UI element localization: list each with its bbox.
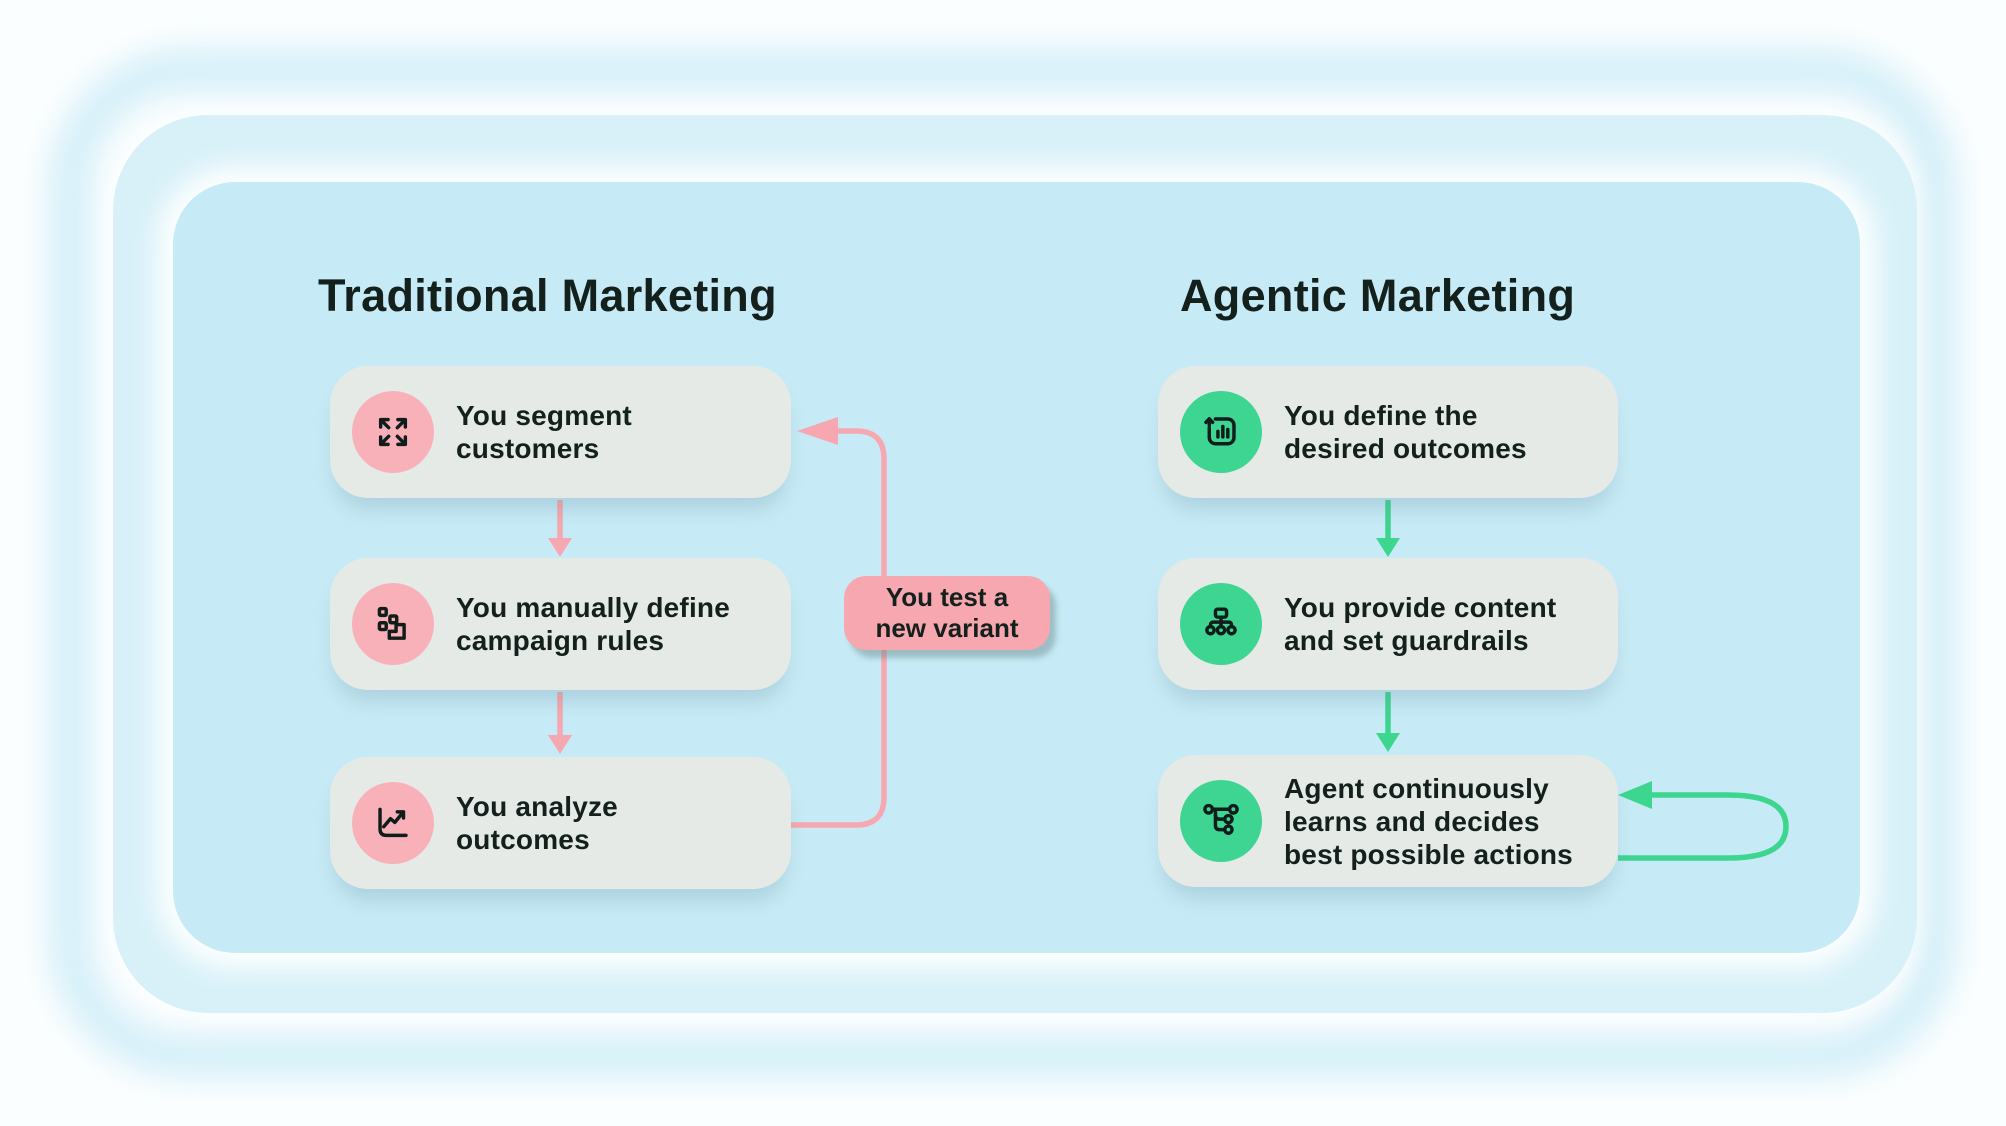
label-line: You segment: [456, 400, 632, 431]
pink-arrowhead-down-1: [548, 538, 572, 557]
label-line: desired outcomes: [1284, 433, 1527, 464]
label-line: outcomes: [456, 824, 590, 855]
card-label: You analyze outcomes: [456, 790, 618, 856]
card-agent-learns: Agent continuously learns and decides be…: [1158, 755, 1618, 887]
traditional-marketing-title: Traditional Marketing: [318, 270, 777, 321]
card-campaign-rules: You manually define campaign rules: [330, 558, 791, 690]
bar-chart-up-icon: [1180, 391, 1262, 473]
label-line: You provide content: [1284, 592, 1557, 623]
card-label: You segment customers: [456, 399, 632, 465]
label-line: best possible actions: [1284, 838, 1573, 870]
expand-arrows-icon: [352, 391, 434, 473]
label-line: You manually define: [456, 592, 730, 623]
label-line: campaign rules: [456, 625, 665, 656]
card-analyze-outcomes: You analyze outcomes: [330, 757, 791, 889]
label-line: customers: [456, 433, 600, 464]
sitemap-icon: [1180, 583, 1262, 665]
green-self-loop-line: [1618, 792, 1789, 861]
green-self-loop-arrowhead: [1618, 781, 1652, 809]
card-content-guardrails: You provide content and set guardrails: [1158, 558, 1618, 690]
label-line: Agent continuously: [1284, 772, 1549, 804]
card-label: You provide content and set guardrails: [1284, 591, 1556, 657]
green-arrowhead-down-1: [1376, 538, 1400, 557]
chart-line-icon: [352, 782, 434, 864]
label-line: and set guardrails: [1284, 625, 1529, 656]
badge-line: new variant: [875, 613, 1019, 643]
card-label: Agent continuously learns and decides be…: [1284, 772, 1573, 871]
card-define-outcomes: You define the desired outcomes: [1158, 366, 1618, 498]
green-arrowhead-down-2: [1376, 733, 1400, 752]
card-label: You manually define campaign rules: [456, 591, 730, 657]
card-segment-customers: You segment customers: [330, 366, 791, 498]
outer-glow: [52, 52, 1954, 1074]
card-label: You define the desired outcomes: [1284, 399, 1527, 465]
label-line: learns and decides: [1284, 805, 1540, 837]
agentic-marketing-title: Agentic Marketing: [1180, 270, 1576, 321]
badge-line: You test a: [885, 582, 1009, 612]
pink-loop-arrowhead: [797, 417, 838, 445]
pink-arrowhead-down-2: [548, 735, 572, 754]
label-line: You define the: [1284, 400, 1478, 431]
test-variant-badge: You test a new variant: [844, 576, 1050, 650]
branch-tree-icon: [1180, 780, 1262, 862]
steps-blocks-icon: [352, 583, 434, 665]
label-line: You analyze: [456, 791, 618, 822]
